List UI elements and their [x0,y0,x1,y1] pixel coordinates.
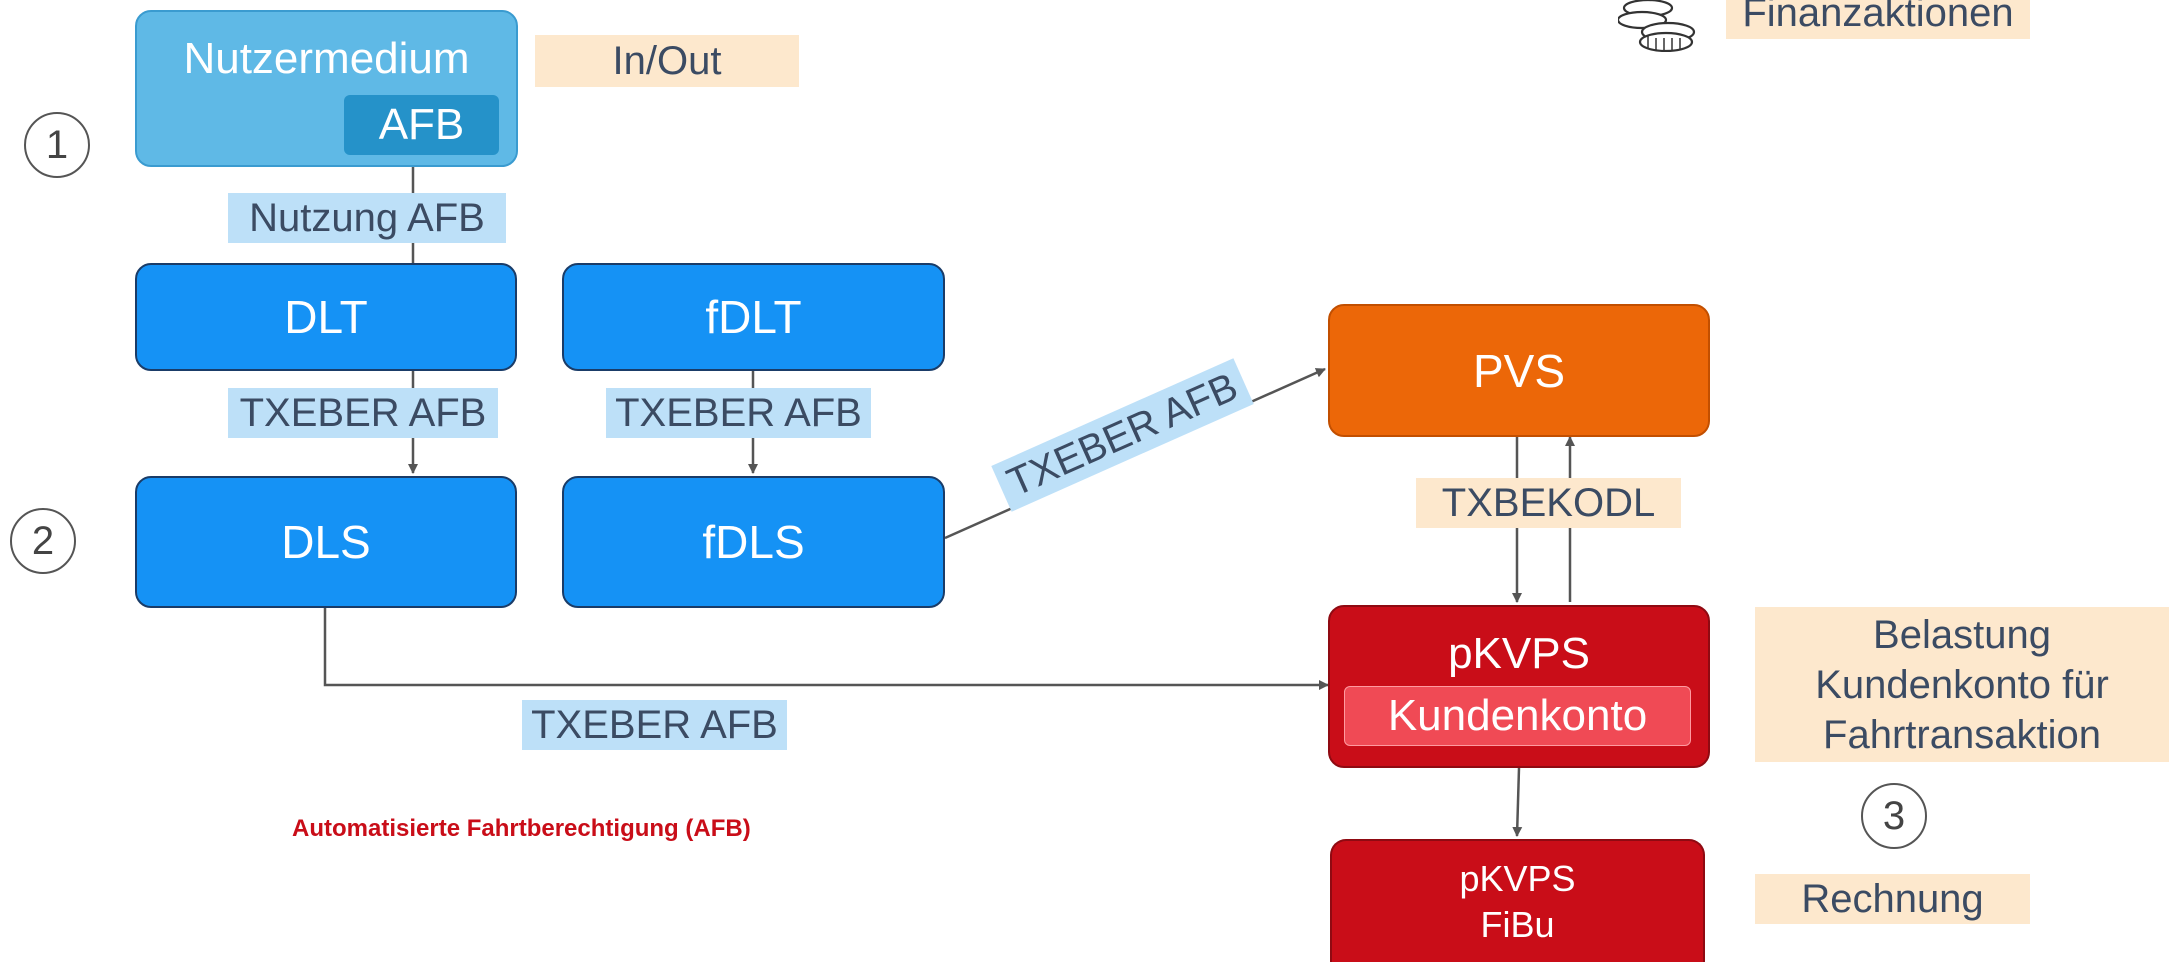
step-3-circle: 3 [1861,783,1927,849]
label-nutzung-afb: Nutzung AFB [228,193,506,243]
fdls-box: fDLS [562,476,945,608]
belastung-line3: Fahrtransaktion [1823,712,2101,757]
belastung-line2: Kundenkonto für [1815,662,2109,707]
kundenkonto-badge: Kundenkonto [1344,686,1691,746]
label-in-out: In/Out [535,35,799,87]
fdlt-box: fDLT [562,263,945,371]
nutzermedium-title: Nutzermedium [183,34,470,83]
fibu-line1: pKVPS [1459,857,1576,899]
pkvps-title: pKVPS [1448,629,1590,678]
dlt-box: DLT [135,263,517,371]
step-2-circle: 2 [10,508,76,574]
fibu-box: pKVPS FiBu [1330,839,1705,962]
label-txbekodl: TXBEKODL [1416,478,1681,528]
caption-afb: Automatisierte Fahrtberechtigung (AFB) [292,815,751,842]
finanzaktionen-text: Finanzaktionen [1742,0,2014,35]
belastung-line1: Belastung [1873,612,2051,657]
nutzermedium-afb-label: AFB [378,100,465,149]
arrow-pkvps-to-fibu [1512,767,1523,837]
dls-box: DLS [135,476,517,608]
arrow-dls-to-pkvps [323,608,1329,690]
nutzermedium-box: Nutzermedium [135,10,518,167]
fibu-line2: FiBu [1480,903,1555,945]
label-txeber-dls-pkvps: TXEBER AFB [522,700,787,750]
label-belastung: Belastung Kundenkonto für Fahrtransaktio… [1755,607,2169,762]
label-rechnung: Rechnung [1755,874,2030,924]
pvs-box: PVS [1328,304,1710,437]
label-txeber-fdlt-fdls: TXEBER AFB [606,388,871,438]
label-txeber-dlt-dls: TXEBER AFB [228,388,498,438]
coins-icon [1618,0,1696,52]
nutzermedium-afb-badge: AFB [344,95,499,155]
step-1-circle: 1 [24,112,90,178]
label-finanzaktionen: Finanzaktionen [1726,0,2030,39]
kundenkonto-label: Kundenkonto [1387,691,1648,740]
